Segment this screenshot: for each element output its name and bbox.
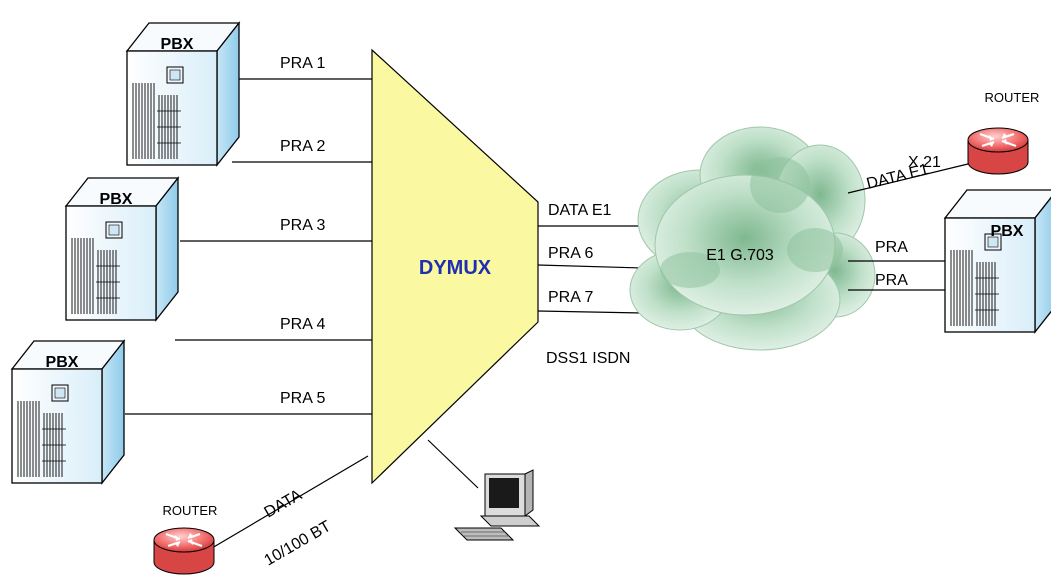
data-e1-label: DATA E1: [548, 202, 612, 219]
pra3-label: PRA 3: [280, 217, 325, 234]
router-left-link-bottom: 10/100 BT: [262, 518, 335, 570]
pbx-2-label: PBX: [100, 191, 133, 208]
dss1-isdn-label: DSS1 ISDN: [546, 350, 630, 367]
pbx-1-label: PBX: [161, 36, 194, 53]
e1-g703-cloud: E1 G.703: [629, 126, 876, 351]
pra4-label: PRA 4: [280, 316, 325, 333]
router-right-interface: X.21: [908, 154, 941, 171]
router-left-line: [211, 455, 369, 549]
computer-terminal-icon: [453, 469, 541, 541]
router-left-label: ROUTER: [163, 503, 218, 518]
pbx-3-label: PBX: [46, 354, 79, 371]
pbx-right: PBX: [944, 189, 1051, 333]
pbx-1: PBX: [126, 22, 240, 166]
pbx-2: PBX: [65, 177, 179, 321]
cloud-label: E1 G.703: [706, 247, 774, 264]
dymux-label: DYMUX: [419, 257, 492, 279]
pbx-right-label: PBX: [991, 223, 1024, 240]
pra6-line: [537, 264, 643, 269]
pra7-label: PRA 7: [548, 289, 593, 306]
router-left-link-top: DATA: [262, 486, 306, 521]
pra6-label: PRA 6: [548, 245, 593, 262]
right-pra-label-2: PRA: [875, 272, 908, 289]
router-right-line: [847, 162, 973, 194]
dymux-mux: [371, 48, 539, 485]
router-right-link: DATA E1: [865, 161, 931, 193]
terminal-line: [427, 439, 479, 489]
pbx-3: PBX: [11, 340, 125, 484]
router-right-label: ROUTER: [985, 90, 1040, 105]
router-right-icon: [967, 127, 1029, 175]
pra2-label: PRA 2: [280, 138, 325, 155]
right-pra-label-1: PRA: [875, 239, 908, 256]
router-left-icon: [153, 527, 215, 575]
pra5-label: PRA 5: [280, 390, 325, 407]
pra7-line: [537, 310, 643, 314]
pra1-label: PRA 1: [280, 55, 325, 72]
